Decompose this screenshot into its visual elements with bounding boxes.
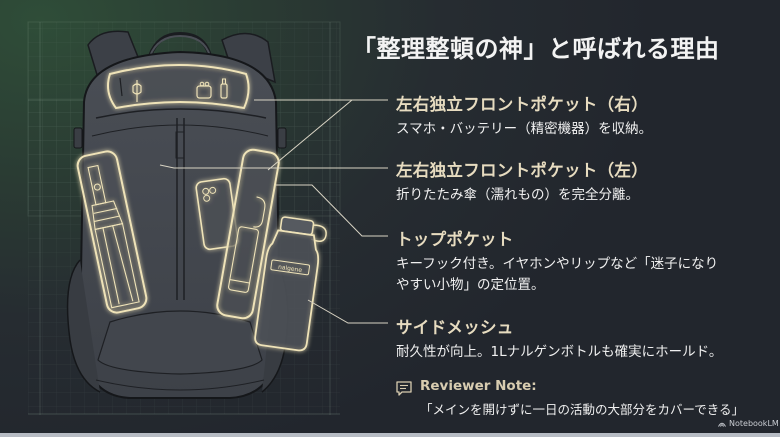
comment-icon <box>396 381 412 396</box>
feature-description-line1: キーフック付き。イヤホンやリップなど「迷子になり <box>396 256 719 272</box>
watermark-text: NotebookLM <box>729 419 779 428</box>
feature-description: 折りたたみ傘（濡れもの）を完全分離。 <box>396 187 639 203</box>
feature-description: キーフック付き。イヤホンやリップなど「迷子になり やすい小物」の定位置。 <box>396 254 718 296</box>
feature-side-mesh: サイドメッシュ 耐久性が向上。1Lナルゲンボトルも確実にホールド。 <box>396 314 722 363</box>
reviewer-note-text: 「メインを開けずに一日の活動の大部分をカバーできる」 <box>420 402 745 417</box>
left-pocket-outline <box>76 150 148 314</box>
water-bottle-outline: nalgene <box>254 216 327 352</box>
feature-heading: 左右独立フロントポケット（左） <box>396 161 648 180</box>
feature-top-pocket: トップポケット キーフック付き。イヤホンやリップなど「迷子になり やすい小物」の… <box>396 226 718 296</box>
feature-heading: トップポケット <box>396 230 514 249</box>
page-title: 「整理整頓の神」と呼ばれる理由 <box>352 35 720 63</box>
svg-text:nalgene: nalgene <box>278 264 303 274</box>
feature-front-pocket-right: 左右独立フロントポケット（右） スマホ・バッテリー（精密機器）を収納。 <box>396 91 652 140</box>
bottom-bar <box>0 433 780 437</box>
leader-lines <box>159 99 388 324</box>
top-pocket-outline <box>107 64 250 110</box>
notebooklm-logo-icon <box>718 422 726 427</box>
feature-description-line2: やすい小物」の定位置。 <box>396 277 545 293</box>
reviewer-note-title: Reviewer Note: <box>420 378 537 394</box>
feature-front-pocket-left: 左右独立フロントポケット（左） 折りたたみ傘（濡れもの）を完全分離。 <box>396 157 648 206</box>
feature-description: 耐久性が向上。1Lナルゲンボトルも確実にホールド。 <box>396 344 723 360</box>
feature-heading: 左右独立フロントポケット（右） <box>396 95 648 114</box>
watermark: NotebookLM <box>718 419 779 428</box>
backpack-illustration: nalgene <box>27 21 388 415</box>
right-pocket-outline <box>216 148 280 320</box>
feature-description: スマホ・バッテリー（精密機器）を収納。 <box>396 121 653 137</box>
feature-heading: サイドメッシュ <box>396 318 514 337</box>
